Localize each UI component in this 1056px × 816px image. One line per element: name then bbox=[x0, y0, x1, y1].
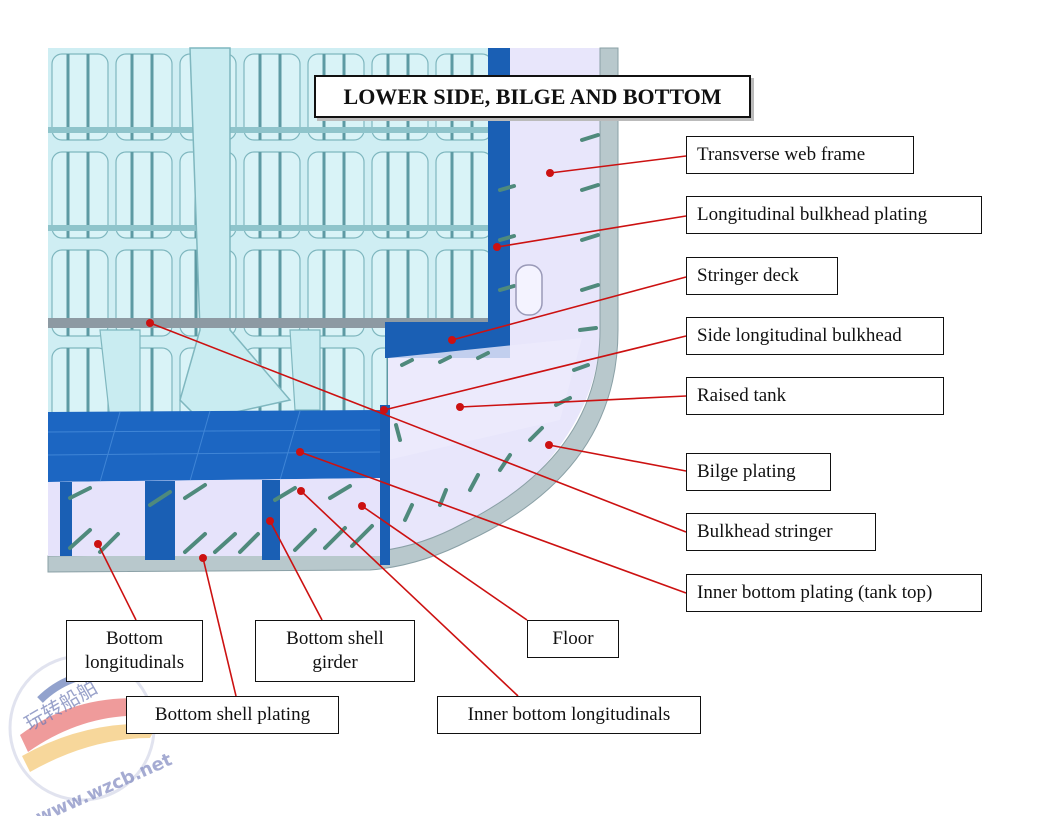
raised-tank-face bbox=[388, 338, 582, 460]
inner-bottom-plating-shape bbox=[48, 410, 388, 482]
bulkhead-stringer-shape bbox=[48, 318, 493, 328]
label-stringer-deck: Stringer deck bbox=[686, 257, 838, 295]
lightening-hole bbox=[515, 264, 543, 316]
label-transverse-web-frame: Transverse web frame bbox=[686, 136, 914, 174]
diagram-title: LOWER SIDE, BILGE AND BOTTOM bbox=[314, 75, 751, 118]
label-floor: Floor bbox=[527, 620, 619, 658]
label-bottom-longitudinals: Bottom longitudinals bbox=[66, 620, 203, 682]
label-longitudinal-bulkhead-plating: Longitudinal bulkhead plating bbox=[686, 196, 982, 234]
label-bottom-shell-plating: Bottom shell plating bbox=[126, 696, 339, 734]
inner-hull-edge bbox=[380, 405, 390, 565]
stiffeners bbox=[68, 83, 600, 554]
leader-dots bbox=[94, 169, 554, 562]
leader-lines bbox=[97, 155, 687, 697]
label-bilge-plating: Bilge plating bbox=[686, 453, 831, 491]
web-bracket-shape-2 bbox=[289, 329, 321, 411]
grid-frame-lines bbox=[48, 127, 493, 231]
label-bottom-shell-girder: Bottom shell girder bbox=[255, 620, 415, 682]
label-inner-bottom-plating: Inner bottom plating (tank top) bbox=[686, 574, 982, 612]
label-inner-bottom-longitudinals: Inner bottom longitudinals bbox=[437, 696, 701, 734]
label-side-longitudinal-bulkhead: Side longitudinal bulkhead bbox=[686, 317, 944, 355]
label-bulkhead-stringer: Bulkhead stringer bbox=[686, 513, 876, 551]
hull-shell-shape bbox=[47, 47, 619, 573]
double-bottom-space bbox=[48, 478, 380, 556]
inner-bottom-grid bbox=[47, 410, 389, 483]
label-raised-tank: Raised tank bbox=[686, 377, 944, 415]
longitudinal-bulkhead-shape bbox=[488, 48, 510, 355]
